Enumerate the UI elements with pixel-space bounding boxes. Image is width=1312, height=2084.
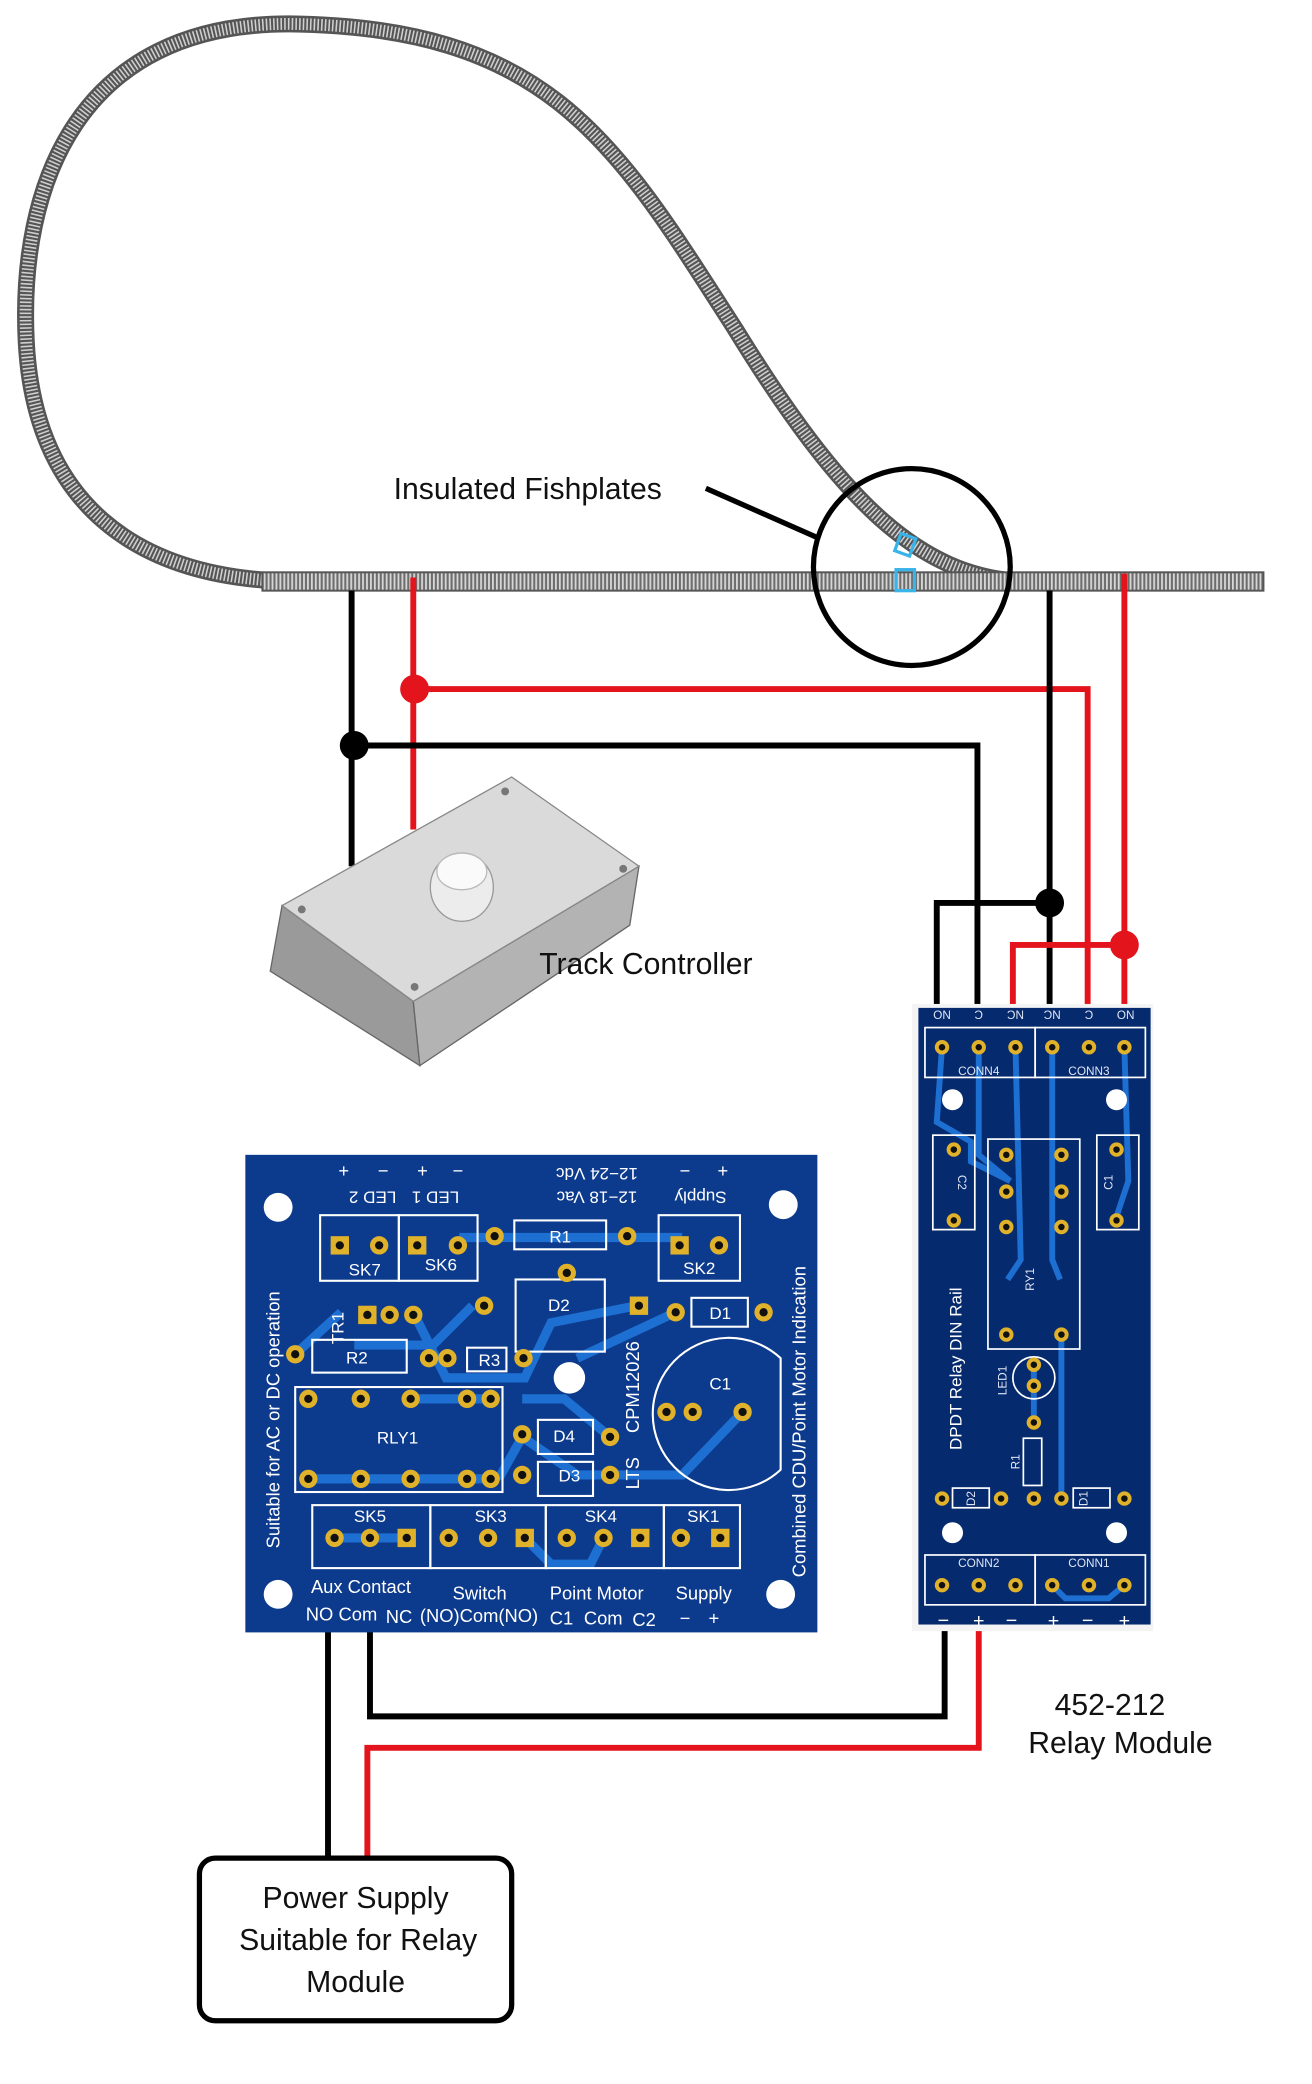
wire-black-to-relay-c xyxy=(354,742,981,1011)
cdu-side-left-text: Suitable for AC or DC operation xyxy=(262,1291,283,1548)
wire-red-to-relay-c xyxy=(414,686,1091,1011)
vdc-label: 12−24 Vdc xyxy=(555,1164,637,1183)
label-led1: LED1 xyxy=(995,1366,1009,1396)
label-sk7: SK7 xyxy=(349,1261,381,1280)
label-relay-c1: C1 xyxy=(1102,1175,1116,1190)
group-point-motor: Point Motor xyxy=(550,1583,644,1604)
relay-pin-no-1: NO xyxy=(933,1008,951,1022)
relay-pin-c-1: C xyxy=(974,1008,983,1022)
cdu-part-code: CPM12026 xyxy=(622,1341,643,1433)
junction-black-relay xyxy=(1035,888,1065,918)
led1-label: LED 1 xyxy=(412,1188,459,1207)
relay-pin-c-2: C xyxy=(1084,1008,1093,1022)
pin-supply-plus: + xyxy=(708,1608,719,1629)
label-relay-c2: C2 xyxy=(955,1175,969,1190)
relay-bottom-minus-3: − xyxy=(1082,1610,1094,1632)
fishplate-lower xyxy=(894,568,917,593)
pin-motor-com: Com xyxy=(584,1608,623,1629)
label-sk6: SK6 xyxy=(425,1255,457,1274)
fishplate-upper xyxy=(892,531,918,559)
pin-c2: C2 xyxy=(632,1609,655,1630)
label-d2: D2 xyxy=(548,1296,570,1315)
relay-pin-nc-1: NC xyxy=(1006,1008,1024,1022)
relay-module-label: Relay Module xyxy=(1028,1727,1212,1760)
pol-led2-minus: − xyxy=(378,1160,389,1181)
cdu-brand: LTS xyxy=(622,1457,643,1489)
pin-switch: (NO)Com(NO) xyxy=(420,1605,538,1626)
pol-supply-plus: + xyxy=(718,1160,729,1181)
psu-line-3: Module xyxy=(306,1966,405,1999)
label-relay-d1: D1 xyxy=(1077,1491,1091,1506)
psu-line-1: Power Supply xyxy=(263,1882,450,1915)
pin-c1: C1 xyxy=(550,1608,573,1629)
label-sk3: SK3 xyxy=(475,1507,507,1526)
group-aux-contact: Aux Contact xyxy=(311,1576,411,1597)
relay-bottom-minus-2: − xyxy=(1006,1610,1018,1632)
label-sk2: SK2 xyxy=(683,1259,715,1278)
group-switch: Switch xyxy=(453,1583,507,1604)
wire-red-psu-relay xyxy=(364,1624,982,1859)
relay-module: NO C NC NC C NO CONN4 CONN3 CONN2 CONN1 … xyxy=(911,1003,1213,1760)
label-ry1: RY1 xyxy=(1023,1268,1037,1291)
track-layout: Insulated Fishplates xyxy=(17,15,1265,669)
pin-com: Com xyxy=(338,1604,377,1625)
power-supply-box: Power Supply Suitable for Relay Module xyxy=(196,1855,515,2024)
label-conn4: CONN4 xyxy=(958,1064,1000,1078)
psu-line-2: Suitable for Relay xyxy=(239,1924,478,1957)
junction-red xyxy=(400,674,430,704)
fishplates-pointer xyxy=(704,485,820,541)
wire-red-relay-nc xyxy=(1009,941,1125,1011)
label-d3: D3 xyxy=(559,1467,581,1486)
group-supply: Supply xyxy=(676,1583,733,1604)
cdu-side-right-text: Combined CDU/Point Motor Indication xyxy=(789,1266,810,1577)
pin-supply-minus: − xyxy=(680,1608,691,1629)
pol-led1-plus: + xyxy=(417,1160,428,1181)
relay-pin-nc-2: NC xyxy=(1043,1008,1061,1022)
label-relay-r1: R1 xyxy=(1008,1454,1022,1469)
fishplates-label: Insulated Fishplates xyxy=(394,473,662,506)
track-controller: Track Controller xyxy=(269,776,753,1067)
label-sk1: SK1 xyxy=(687,1507,719,1526)
pin-nc: NC xyxy=(386,1606,413,1627)
label-sk4: SK4 xyxy=(585,1507,617,1526)
label-tr1: TR1 xyxy=(329,1312,348,1344)
label-conn2: CONN2 xyxy=(958,1556,999,1570)
junction-black xyxy=(339,731,369,760)
wires xyxy=(325,573,1139,1859)
fishplates-highlight-circle xyxy=(810,466,1013,669)
relay-bottom-plus-1: + xyxy=(973,1610,985,1632)
label-conn1: CONN1 xyxy=(1068,1556,1109,1570)
wire-black-relay-no xyxy=(933,899,1050,1011)
label-rly1: RLY1 xyxy=(377,1428,418,1447)
supply-top-label: Supply xyxy=(674,1188,727,1207)
wire-black-cdu-relay xyxy=(367,1624,948,1720)
label-conn3: CONN3 xyxy=(1068,1064,1110,1078)
led2-label: LED 2 xyxy=(349,1188,396,1207)
label-r3: R3 xyxy=(478,1351,500,1370)
pin-no: NO xyxy=(306,1604,334,1625)
label-relay-d2: D2 xyxy=(964,1491,978,1506)
label-c1: C1 xyxy=(709,1375,731,1394)
track-straight xyxy=(261,571,1265,592)
pol-led2-plus: + xyxy=(338,1160,349,1181)
label-d1: D1 xyxy=(709,1304,731,1323)
junction-red-relay xyxy=(1109,930,1139,960)
relay-board-title: DPDT Relay DIN Rail xyxy=(947,1287,966,1450)
label-r2: R2 xyxy=(346,1348,368,1367)
vac-label: 12−18 Vac xyxy=(556,1188,637,1207)
label-r1: R1 xyxy=(549,1228,571,1247)
track-controller-label: Track Controller xyxy=(539,948,752,981)
cdu-pcb: LED 2 LED 1 12−18 Vac 12−24 Vdc Supply +… xyxy=(245,1154,818,1633)
pol-supply-minus: − xyxy=(679,1160,690,1181)
pol-led1-minus: − xyxy=(453,1160,464,1181)
relay-pin-no-2: NO xyxy=(1117,1008,1135,1022)
relay-bottom-minus-1: − xyxy=(938,1610,950,1632)
relay-bottom-plus-2: + xyxy=(1048,1610,1060,1632)
relay-part-number: 452-212 xyxy=(1055,1689,1166,1722)
label-d4: D4 xyxy=(553,1427,575,1446)
relay-bottom-plus-3: + xyxy=(1119,1610,1131,1632)
label-sk5: SK5 xyxy=(354,1507,386,1526)
